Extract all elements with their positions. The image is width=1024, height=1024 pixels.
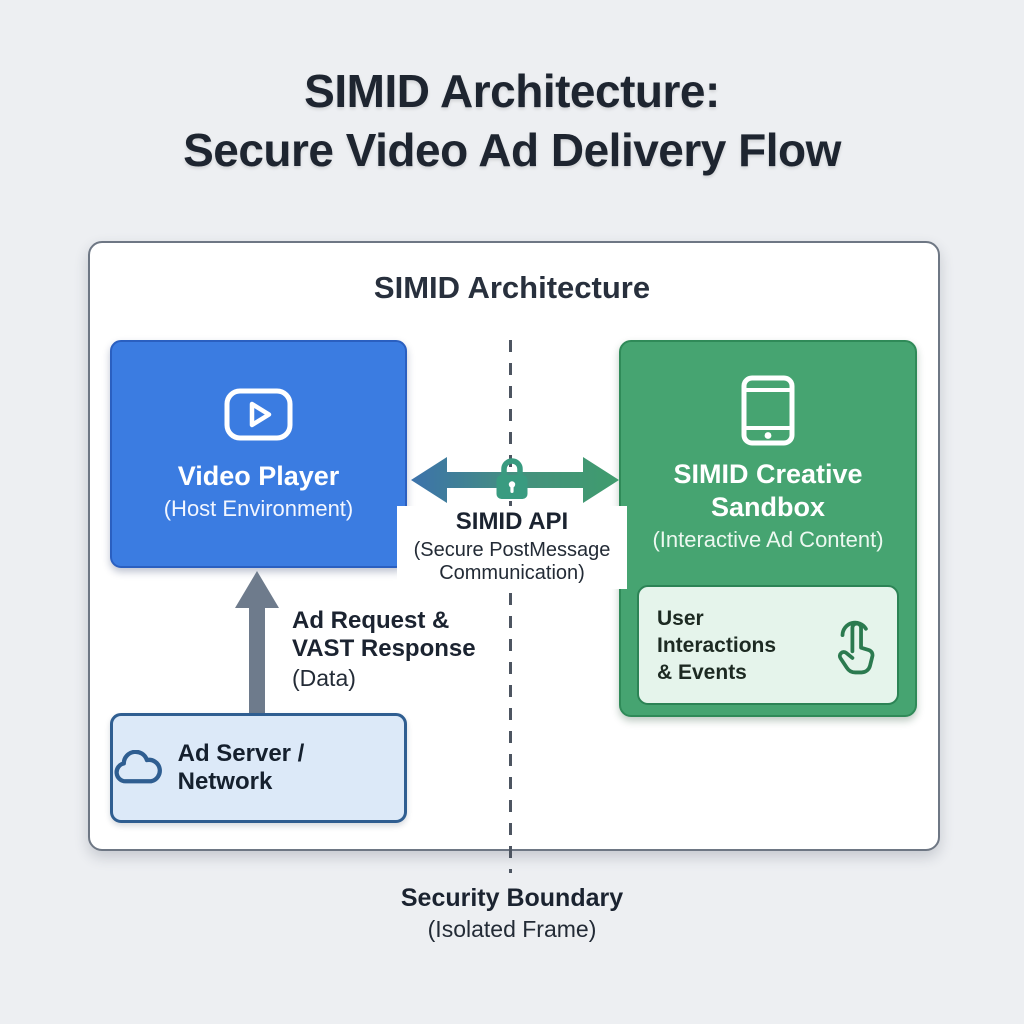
simid-api-label: SIMID API (Secure PostMessage Communicat… xyxy=(397,506,627,589)
simid-api-title: SIMID API xyxy=(455,508,569,535)
simid-api-subtitle: (Secure PostMessage Communication) xyxy=(413,539,611,584)
user-interactions-box: User Interactions & Events xyxy=(637,585,899,705)
ad-server-box: Ad Server / Network xyxy=(110,713,407,823)
cloud-icon xyxy=(114,750,162,784)
simid-sandbox-box: SIMID Creative Sandbox (Interactive Ad C… xyxy=(619,340,917,717)
ad-server-label: Ad Server / Network xyxy=(177,740,305,795)
security-boundary-label: Security Boundary (Isolated Frame) xyxy=(362,884,662,943)
ad-request-note: (Data) xyxy=(292,665,356,691)
lock-icon xyxy=(496,458,528,499)
simid-sandbox-subtitle: (Interactive Ad Content) xyxy=(652,527,884,552)
video-player-subtitle: (Host Environment) xyxy=(163,496,354,521)
security-boundary-title: Security Boundary xyxy=(400,884,624,912)
ad-request-label: Ad Request & VAST Response (Data) xyxy=(292,607,476,692)
security-boundary-subtitle: (Isolated Frame) xyxy=(427,916,597,942)
page-title: SIMID Architecture: Secure Video Ad Deli… xyxy=(183,65,841,176)
video-player-box: Video Player (Host Environment) xyxy=(110,340,407,568)
tap-icon xyxy=(838,620,875,675)
play-icon xyxy=(224,388,293,441)
ad-request-text: Ad Request & VAST Response xyxy=(292,607,476,662)
security-boundary-line xyxy=(509,340,512,873)
data-flow-arrow xyxy=(235,571,279,713)
tablet-icon xyxy=(741,375,795,446)
container-title: SIMID Architecture xyxy=(373,270,651,305)
video-player-title: Video Player xyxy=(177,461,340,491)
user-interactions-label: User Interactions & Events xyxy=(657,606,777,684)
simid-sandbox-title: SIMID Creative Sandbox xyxy=(673,459,863,522)
